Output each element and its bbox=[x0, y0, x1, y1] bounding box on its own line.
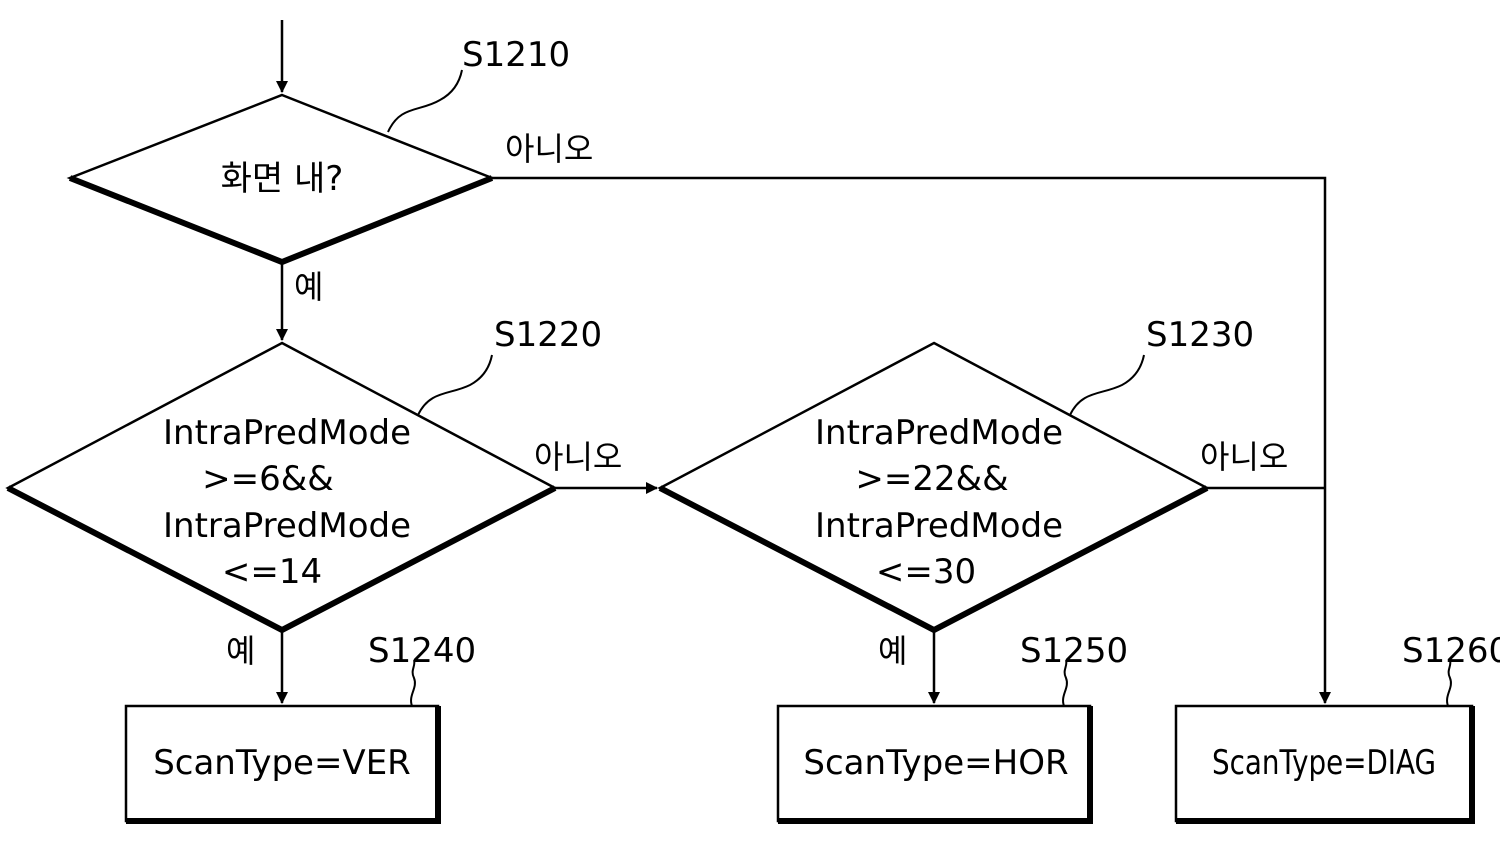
edge-label-d2-yes: 예 bbox=[226, 632, 255, 670]
leader-s1230 bbox=[1070, 355, 1144, 415]
leader-s1220 bbox=[418, 355, 492, 415]
step-label-s1230: S1230 bbox=[1146, 315, 1254, 355]
edge-label-d3-no: 아니오 bbox=[1200, 438, 1288, 476]
edge-label-d3-yes: 예 bbox=[878, 632, 907, 670]
decision-s1230-line4: <=30 bbox=[876, 552, 976, 592]
decision-s1230-line2: >=22&& bbox=[855, 459, 1008, 499]
step-label-s1250: S1250 bbox=[1020, 631, 1128, 671]
decision-s1220-line3: IntraPredMode bbox=[163, 506, 411, 546]
decision-s1230-line1: IntraPredMode bbox=[815, 413, 1063, 453]
edge-label-d1-yes: 예 bbox=[294, 268, 323, 306]
decision-s1220-line4: <=14 bbox=[222, 552, 322, 592]
decision-s1220-line1: IntraPredMode bbox=[163, 413, 411, 453]
decision-s1230: IntraPredMode >=22&& IntraPredMode <=30 bbox=[660, 343, 1207, 630]
decision-s1210-text: 화면 내? bbox=[221, 159, 344, 199]
decision-s1210: 화면 내? bbox=[70, 95, 492, 262]
edge-label-d1-no: 아니오 bbox=[505, 130, 593, 168]
decision-s1220: IntraPredMode >=6&& IntraPredMode <=14 bbox=[8, 343, 555, 630]
step-label-s1220: S1220 bbox=[494, 315, 602, 355]
decision-s1220-line2: >=6&& bbox=[202, 459, 334, 499]
decision-s1230-line3: IntraPredMode bbox=[815, 506, 1063, 546]
process-box-s1250-text: ScanType=HOR bbox=[803, 743, 1068, 783]
step-label-s1210: S1210 bbox=[462, 35, 570, 75]
process-box-s1260: ScanType=DIAG bbox=[1176, 706, 1472, 821]
process-box-s1240: ScanType=VER bbox=[126, 706, 438, 821]
step-label-s1260: S1260 bbox=[1402, 631, 1500, 671]
process-box-s1250: ScanType=HOR bbox=[778, 706, 1090, 821]
process-box-s1240-text: ScanType=VER bbox=[153, 743, 411, 783]
step-label-s1240: S1240 bbox=[368, 631, 476, 671]
leader-s1210 bbox=[388, 70, 462, 132]
process-box-s1260-text: ScanType=DIAG bbox=[1212, 743, 1436, 783]
edge-label-d2-no: 아니오 bbox=[534, 438, 622, 476]
